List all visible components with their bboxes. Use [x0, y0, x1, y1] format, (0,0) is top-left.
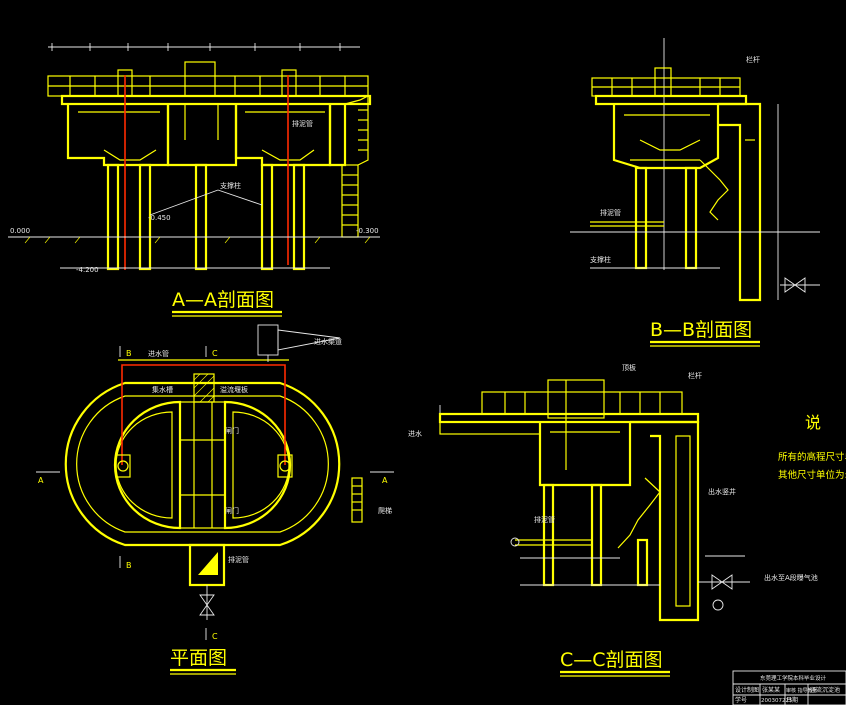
plan-overflow-label: 溢流堰板 — [220, 385, 248, 394]
titleblock-r2c2: 200307225 — [761, 698, 793, 704]
cc-top-label: 顶板 — [622, 363, 636, 372]
plan-collect-label: 集水槽 — [152, 385, 173, 394]
title-aa: A—A剖面图 — [172, 289, 274, 311]
aa-support-label: 支撑柱 — [220, 181, 241, 190]
cc-to-tank-label: 出水至A段曝气池 — [764, 573, 818, 582]
cc-inlet-label: 进水 — [408, 429, 422, 438]
plan-sludge-label: 排泥管 — [228, 555, 249, 564]
titleblock-r1c3: 审核 指导教师 — [786, 687, 818, 694]
plan-inlet-channel-label: 进水渠道 — [314, 337, 342, 346]
bb-support-label: 支撑柱 — [590, 255, 611, 264]
title-block: 东莞理工学院本科毕业设计 设计制图 张某某 审核 指导教师 竖流沉淀池 学号 2… — [732, 670, 846, 705]
plan-sec-b-top: B — [126, 349, 132, 358]
titleblock-r1c2: 张某某 — [762, 686, 780, 694]
plan-sec-a-right: A — [382, 476, 388, 485]
plan-sec-a-left: A — [38, 476, 44, 485]
plan-ladder-label: 爬梯 — [378, 506, 392, 515]
titleblock-r1c4: 竖流沉淀池 — [810, 686, 840, 694]
section-bb: 栏杆 排泥管 支撑柱 — [570, 38, 820, 302]
plan-gate1-label: 闸门 — [225, 426, 239, 435]
notes: 说 所有的高程尺寸单位 其他尺寸单位为: m — [778, 413, 846, 481]
section-cc: 进水 顶板 栏杆 出水竖井 排泥管 出水至A段曝气池 — [408, 363, 818, 622]
cc-rail-label: 栏杆 — [688, 371, 702, 380]
svg-text:-0.450: -0.450 — [148, 214, 171, 222]
plan-view: A A B B C C 进水管 进水渠道 集水槽 溢流堰板 闸门 闸门 爬梯 排… — [36, 324, 394, 641]
plan-sec-b-bottom: B — [126, 561, 132, 570]
notes-heading: 说 — [805, 413, 821, 432]
titleblock-school: 东莞理工学院本科毕业设计 — [760, 674, 827, 682]
plan-sec-c-bottom: C — [212, 632, 218, 641]
plan-gate2-label: 闸门 — [225, 506, 239, 515]
title-bb: B—B剖面图 — [650, 319, 752, 341]
bb-pipe-label: 排泥管 — [600, 208, 621, 217]
titleblock-r2c1: 学号 — [735, 696, 747, 704]
plan-sec-c-top: C — [212, 349, 218, 358]
section-aa: 支撑柱 排泥管 -0.450 -4.200 0.000 -0.300 — [8, 43, 380, 274]
title-cc: C—C剖面图 — [560, 649, 663, 671]
svg-text:0.000: 0.000 — [10, 227, 30, 235]
title-plan: 平面图 — [170, 647, 227, 669]
cc-pipe-label: 排泥管 — [534, 515, 555, 524]
titleblock-r2c3: 日期 — [786, 696, 798, 704]
notes-line1: 所有的高程尺寸单位 — [778, 451, 846, 463]
svg-text:-0.300: -0.300 — [356, 227, 379, 235]
svg-text:-4.200: -4.200 — [76, 266, 99, 274]
cc-outlet-well-label: 出水竖井 — [708, 487, 736, 496]
plan-inlet-pipe-label: 进水管 — [148, 349, 169, 358]
aa-pipe-label: 排泥管 — [292, 119, 313, 128]
titleblock-r1c1: 设计制图 — [735, 686, 759, 694]
notes-line2: 其他尺寸单位为: m — [778, 469, 846, 481]
bb-rail-label: 栏杆 — [746, 55, 760, 64]
